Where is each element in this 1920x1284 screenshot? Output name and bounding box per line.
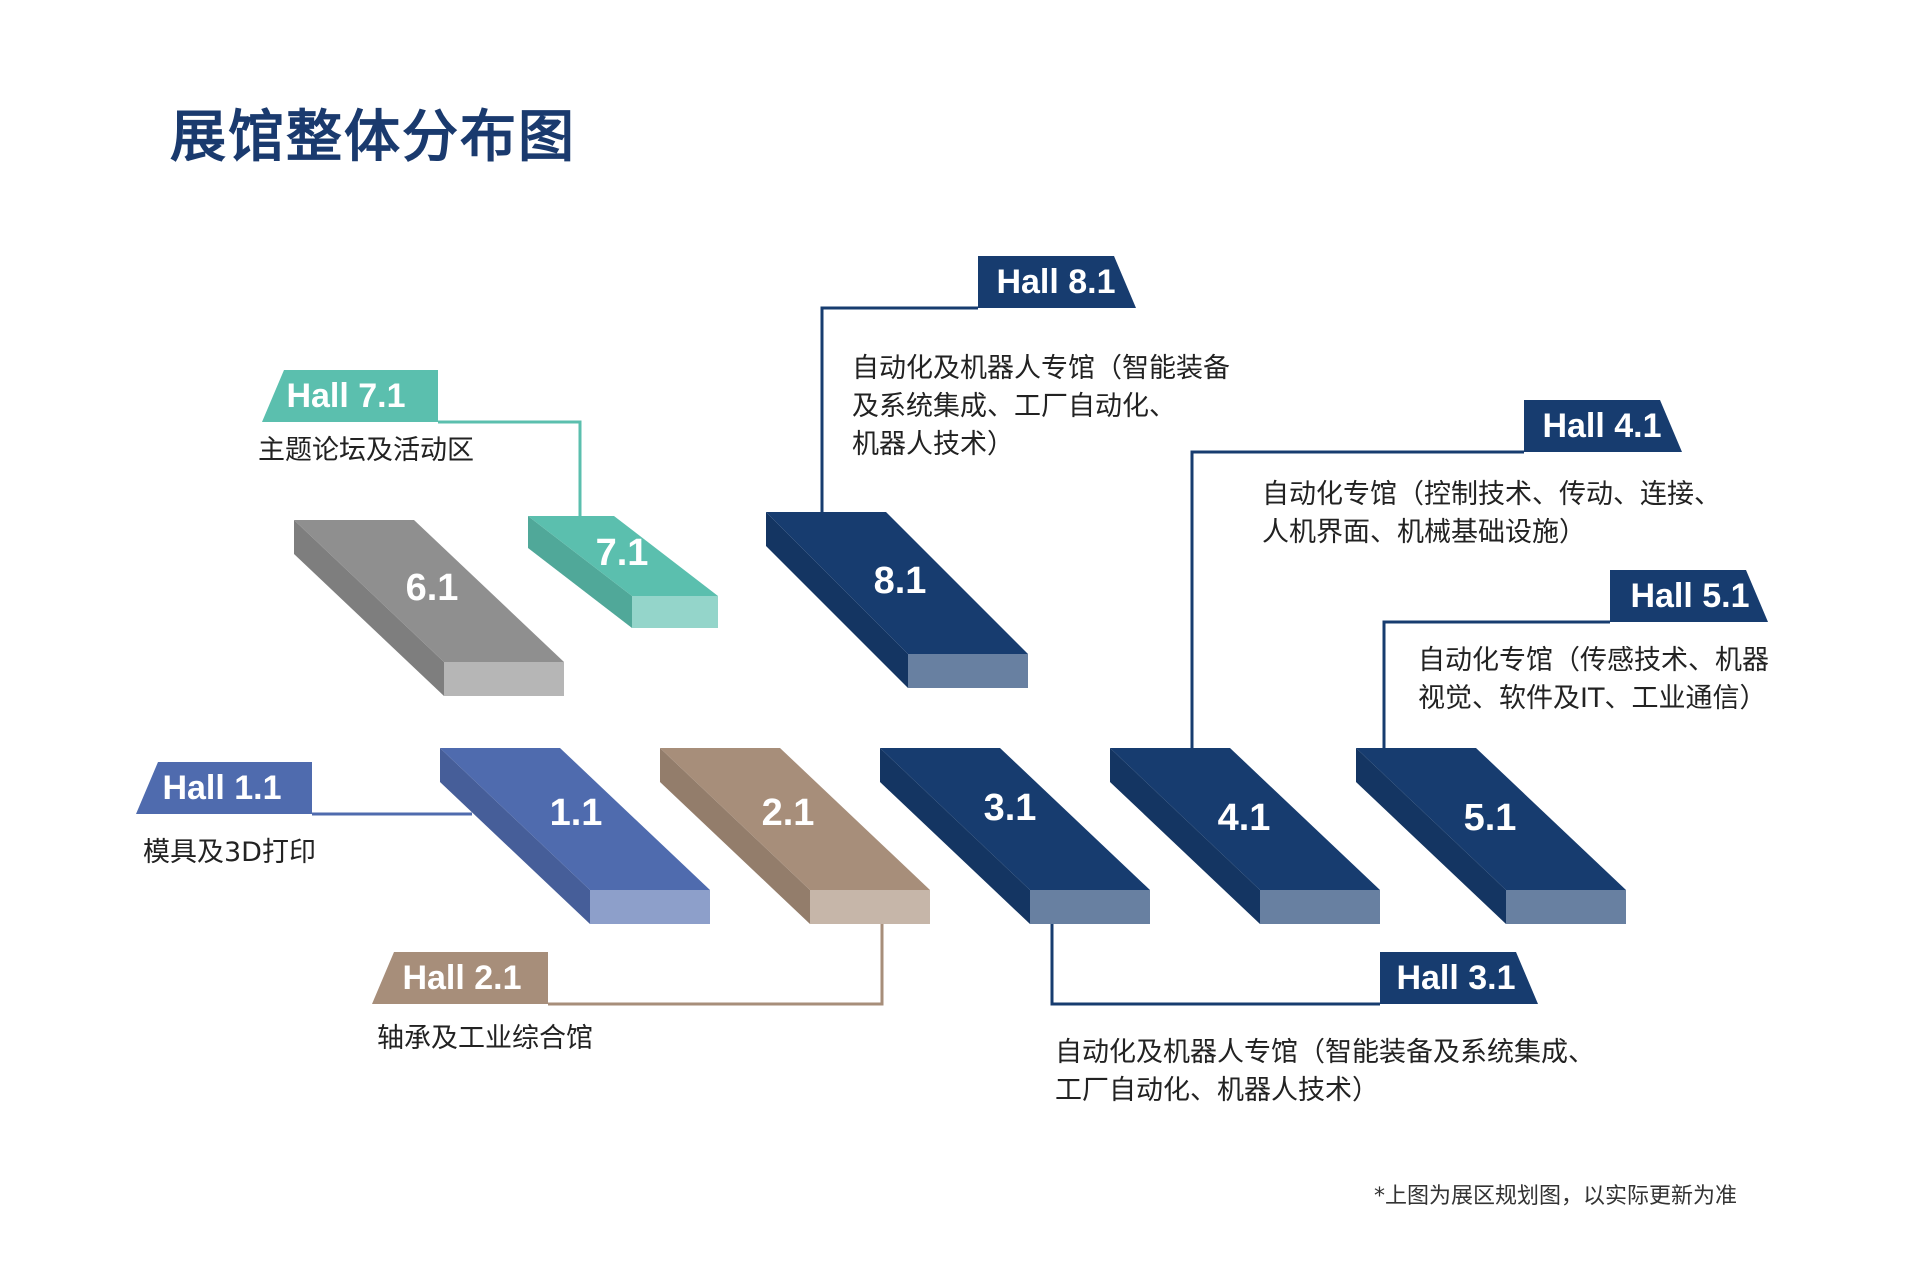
hall-5-1-description: 自动化专馆（传感技术、机器 视觉、软件及IT、工业通信） [1418, 642, 1769, 718]
hall-block-4-1: 4.1 [1110, 748, 1380, 924]
hall-8-1-desc-line: 及系统集成、工厂自动化、 [852, 391, 1176, 422]
hall-4-1-desc-line: 人机界面、机械基础设施） [1262, 517, 1586, 548]
hall-1-1-description: 模具及3D打印 [143, 834, 316, 872]
hall-3-1-description: 自动化及机器人专馆（智能装备及系统集成、 工厂自动化、机器人技术） [1055, 1034, 1595, 1110]
hall-top-face [528, 516, 718, 596]
hall-tag-label: Hall 1.1 [162, 769, 281, 807]
hall-side-face [660, 748, 810, 924]
hall-tag-label: Hall 8.1 [996, 263, 1115, 301]
hall-tag-background [372, 952, 548, 1004]
hall-front-face [632, 596, 718, 628]
hall-number-label: 3.1 [984, 787, 1037, 829]
connector-line-hall-4-1 [1190, 450, 1524, 748]
hall-number-label: 7.1 [596, 532, 649, 574]
hall-tag-4-1: Hall 4.1 [1524, 400, 1682, 452]
hall-tag-label: Hall 3.1 [1396, 959, 1515, 997]
hall-side-face [880, 748, 1030, 924]
hall-number-label: 5.1 [1464, 797, 1517, 839]
hall-5-1-desc-line: 自动化专馆（传感技术、机器 [1418, 645, 1769, 676]
hall-1-1-desc-line: 模具及3D打印 [143, 837, 316, 868]
hall-8-1-desc-line: 机器人技术） [852, 429, 1014, 460]
hall-tag-label: Hall 7.1 [286, 377, 405, 415]
hall-7-1-description: 主题论坛及活动区 [258, 432, 474, 470]
hall-3-1-desc-line: 工厂自动化、机器人技术） [1055, 1075, 1379, 1106]
hall-3-1-desc-line: 自动化及机器人专馆（智能装备及系统集成、 [1055, 1037, 1595, 1068]
hall-number-label: 4.1 [1218, 797, 1271, 839]
hall-front-face [908, 654, 1028, 688]
hall-block-2-1: 2.1 [660, 748, 930, 924]
hall-tag-1-1: Hall 1.1 [136, 762, 312, 814]
hall-tag-background [1610, 570, 1768, 622]
hall-7-1-desc-line: 主题论坛及活动区 [258, 435, 474, 466]
hall-top-face [766, 512, 1028, 654]
connector-line-hall-5-1 [1382, 620, 1610, 748]
connector-line-hall-3-1 [1050, 924, 1380, 1006]
hall-2-1-description: 轴承及工业综合馆 [377, 1020, 593, 1058]
hall-side-face [440, 748, 590, 924]
hall-4-1-desc-line: 自动化专馆（控制技术、传动、连接、 [1262, 479, 1721, 510]
hall-top-face [1110, 748, 1380, 890]
hall-tag-background [978, 256, 1136, 308]
hall-tag-7-1: Hall 7.1 [262, 370, 438, 422]
hall-number-label: 2.1 [762, 792, 815, 834]
hall-tag-2-1: Hall 2.1 [372, 952, 548, 1004]
hall-block-1-1: 1.1 [440, 748, 710, 924]
hall-block-5-1: 5.1 [1356, 748, 1626, 924]
hall-side-face [528, 516, 632, 628]
hall-tag-label: Hall 2.1 [402, 959, 521, 997]
hall-block-7-1: 7.1 [528, 516, 718, 628]
connector-line-hall-2-1 [548, 924, 884, 1006]
hall-front-face [1506, 890, 1626, 924]
hall-top-face [660, 748, 930, 890]
hall-tag-3-1: Hall 3.1 [1380, 952, 1538, 1004]
hall-tag-label: Hall 5.1 [1630, 577, 1749, 615]
hall-tag-background [136, 762, 312, 814]
hall-front-face [1260, 890, 1380, 924]
hall-top-face [880, 748, 1150, 890]
hall-front-face [1030, 890, 1150, 924]
connector-line-hall-7-1 [438, 420, 582, 516]
hall-side-face [1110, 748, 1260, 924]
hall-tag-5-1: Hall 5.1 [1610, 570, 1768, 622]
hall-4-1-description: 自动化专馆（控制技术、传动、连接、 人机界面、机械基础设施） [1262, 476, 1721, 552]
footnote: *上图为展区规划图，以实际更新为准 [1374, 1184, 1738, 1209]
hall-number-label: 6.1 [406, 567, 459, 609]
hall-8-1-description: 自动化及机器人专馆（智能装备 及系统集成、工厂自动化、 机器人技术） [852, 350, 1230, 464]
hall-tag-background [1524, 400, 1682, 452]
hall-2-1-desc-line: 轴承及工业综合馆 [377, 1023, 593, 1054]
hall-tag-label: Hall 4.1 [1542, 407, 1661, 445]
hall-tag-background [262, 370, 438, 422]
hall-front-face [444, 662, 564, 696]
hall-block-3-1: 3.1 [880, 748, 1150, 924]
hall-number-label: 1.1 [550, 792, 603, 834]
connector-line-hall-8-1 [820, 306, 978, 512]
hall-top-face [294, 520, 564, 662]
hall-number-label: 8.1 [874, 560, 927, 602]
hall-front-face [590, 890, 710, 924]
hall-side-face [766, 512, 908, 688]
hall-top-face [440, 748, 710, 890]
page-title: 展馆整体分布图 [170, 105, 576, 170]
hall-top-face [1356, 748, 1626, 890]
hall-block-6-1: 6.1 [294, 520, 564, 696]
hall-side-face [294, 520, 444, 696]
hall-8-1-desc-line: 自动化及机器人专馆（智能装备 [852, 353, 1230, 384]
hall-5-1-desc-line: 视觉、软件及IT、工业通信） [1418, 683, 1767, 714]
hall-front-face [810, 890, 930, 924]
hall-block-8-1: 8.1 [766, 512, 1028, 688]
hall-side-face [1356, 748, 1506, 924]
hall-tag-8-1: Hall 8.1 [978, 256, 1136, 308]
hall-tag-background [1380, 952, 1538, 1004]
